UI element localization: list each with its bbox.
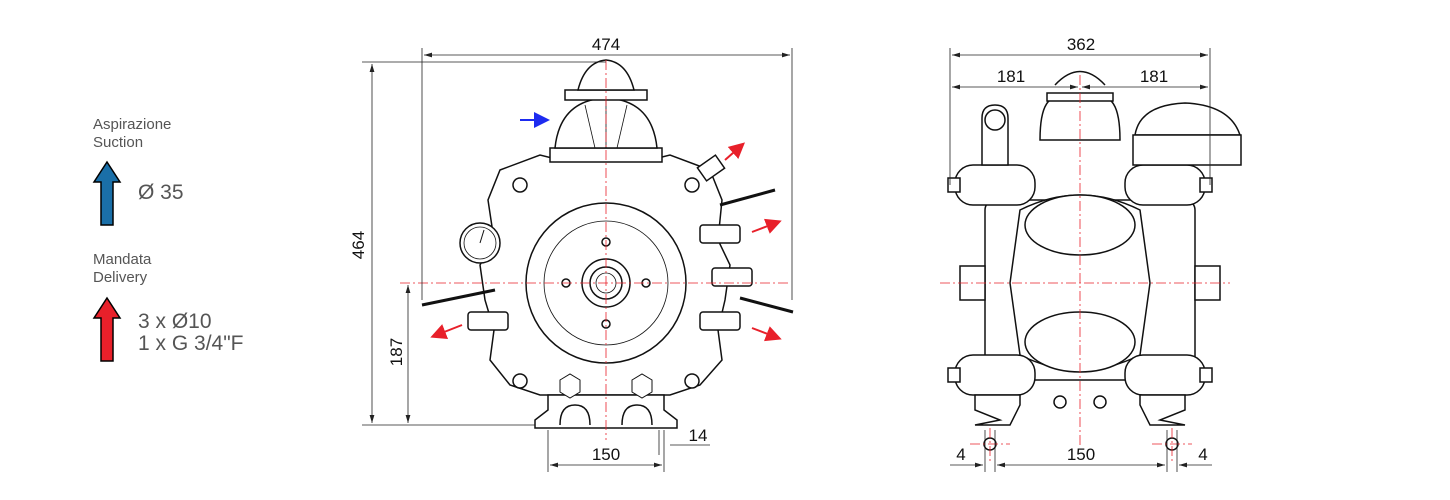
suction-label-en: Suction bbox=[93, 134, 144, 151]
suction-size: Ø 35 bbox=[138, 181, 184, 204]
front-view bbox=[421, 59, 794, 429]
delivery-label-it: Mandata bbox=[93, 251, 152, 268]
delivery-label-en: Delivery bbox=[93, 269, 148, 286]
delivery-flow-arrows bbox=[430, 142, 782, 342]
delivery-size-line1: 3 x Ø10 bbox=[138, 310, 212, 333]
dim-axis-height-187: 187 bbox=[387, 338, 406, 366]
side-centerlines bbox=[940, 75, 1230, 462]
dim-side-width-362: 362 bbox=[1067, 35, 1095, 54]
dim-right-offset-4: 4 bbox=[1198, 445, 1207, 464]
front-centerlines bbox=[400, 60, 790, 440]
dim-foot-width-150: 150 bbox=[592, 445, 620, 464]
dim-height-464: 464 bbox=[349, 231, 368, 259]
side-view bbox=[947, 70, 1242, 451]
delivery-size-line2: 1 x G 3/4"F bbox=[138, 332, 244, 355]
suction-arrow-icon bbox=[92, 160, 122, 226]
dim-half-right-181: 181 bbox=[1140, 67, 1168, 86]
dim-half-left-181: 181 bbox=[997, 67, 1025, 86]
dim-left-offset-4: 4 bbox=[956, 445, 965, 464]
delivery-arrow-icon bbox=[92, 296, 122, 362]
front-dimensions bbox=[362, 48, 793, 472]
dim-hole-spacing-150: 150 bbox=[1067, 445, 1095, 464]
dim-foot-thickness-14: 14 bbox=[689, 426, 708, 445]
suction-label-it: Aspirazione bbox=[93, 116, 172, 133]
side-dimensions bbox=[949, 48, 1212, 472]
dim-width-474: 474 bbox=[592, 35, 620, 54]
